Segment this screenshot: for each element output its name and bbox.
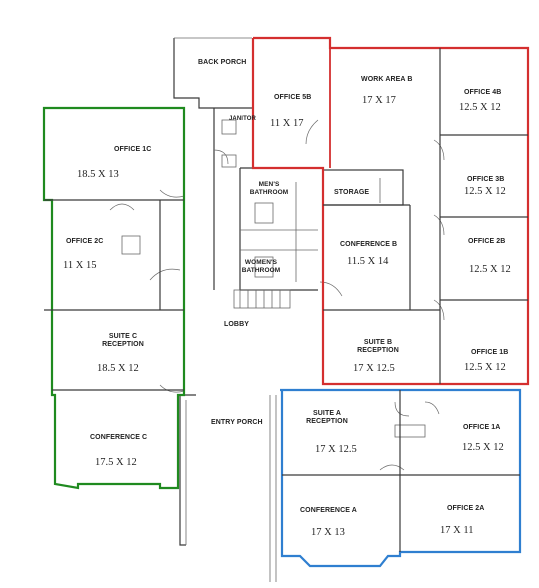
suite-b-reception: SUITE B RECEPTION xyxy=(350,339,406,355)
work-area-b-label: WORK AREA B xyxy=(361,76,413,83)
janitor-label: JANITOR xyxy=(229,116,256,122)
office-3b-label: OFFICE 3B xyxy=(467,176,505,183)
office-4b-size: 12.5 X 12 xyxy=(459,102,501,113)
work-area-b-size: 17 X 17 xyxy=(362,95,396,106)
lobby-label: LOBBY xyxy=(224,321,249,328)
suite-b-outline xyxy=(251,36,530,386)
conference-b-label: CONFERENCE B xyxy=(340,241,398,248)
office-2c-label: OFFICE 2C xyxy=(66,238,104,245)
office-1a-size: 12.5 X 12 xyxy=(462,442,504,453)
suite-c-reception-size: 18.5 X 12 xyxy=(97,363,139,374)
office-1c-label: OFFICE 1C xyxy=(114,146,152,153)
suite-a-reception-label-line2: RECEPTION xyxy=(306,418,348,425)
suite-b-walls xyxy=(323,48,528,384)
suite-a-reception-label-line1: SUITE A xyxy=(312,410,342,417)
conference-b-size: 11.5 X 14 xyxy=(347,256,389,267)
office-4b-label: OFFICE 4B xyxy=(464,89,502,96)
suite-c-reception-label-line2: RECEPTION xyxy=(102,341,144,348)
suite-a-walls xyxy=(282,390,520,552)
office-2a-size: 17 X 11 xyxy=(440,525,474,536)
office-1c-size: 18.5 X 13 xyxy=(77,169,119,180)
office-3b-size: 12.5 X 12 xyxy=(464,186,506,197)
suite-c-outline xyxy=(42,106,186,490)
suite-b-reception-label-line1: SUITE B xyxy=(363,339,393,346)
storage-label: STORAGE xyxy=(334,189,370,196)
womens-bathroom-label-line2: BATHROOM xyxy=(241,267,281,274)
mens-bathroom-label-line1: MEN'S xyxy=(258,181,280,188)
conference-c-size: 17.5 X 12 xyxy=(95,457,137,468)
suite-c-reception-label-line1: SUITE C xyxy=(108,333,138,340)
suite-a-reception-size: 17 X 12.5 xyxy=(315,444,357,455)
suite-c-walls xyxy=(44,199,184,391)
suite-a-outline xyxy=(280,388,522,568)
mens-bathroom-label-line2: BATHROOM xyxy=(249,189,289,196)
office-2a-label: OFFICE 2A xyxy=(447,505,485,512)
womens-bathroom: WOMEN'S BATHROOM xyxy=(231,259,291,275)
suite-c-reception: SUITE C RECEPTION xyxy=(95,333,151,349)
office-1a-label: OFFICE 1A xyxy=(463,424,501,431)
mens-bathroom: MEN'S BATHROOM xyxy=(241,181,297,197)
suite-a-reception: SUITE A RECEPTION xyxy=(297,410,357,426)
suite-b-reception-size: 17 X 12.5 xyxy=(353,363,395,374)
office-5b-label: OFFICE 5B xyxy=(274,94,312,101)
office-2b-size: 12.5 X 12 xyxy=(469,264,511,275)
conference-a-label: CONFERENCE A xyxy=(300,507,357,514)
office-1b-size: 12.5 X 12 xyxy=(464,362,506,373)
conference-a-size: 17 X 13 xyxy=(311,527,345,538)
office-2c-size: 11 X 15 xyxy=(63,260,97,271)
back-porch-label: BACK PORCH xyxy=(198,59,247,66)
suite-b-reception-label-line2: RECEPTION xyxy=(357,347,399,354)
womens-bathroom-label-line1: WOMEN'S xyxy=(244,259,278,266)
office-2b-label: OFFICE 2B xyxy=(468,238,506,245)
office-1b-label: OFFICE 1B xyxy=(471,349,509,356)
conference-c-label: CONFERENCE C xyxy=(90,434,148,441)
entry-porch-label: ENTRY PORCH xyxy=(211,419,263,426)
office-5b-size: 11 X 17 xyxy=(270,118,304,129)
